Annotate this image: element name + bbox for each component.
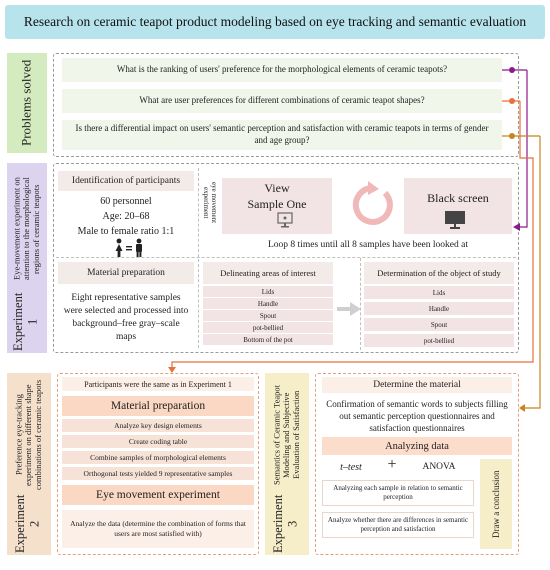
participant-age: Age: 20–68 [102,210,150,222]
area-pot-bellied: pot-bellied [203,322,333,333]
anova-label: ANOVA [422,462,456,472]
areas-title: Delineating areas of interest [203,262,333,284]
analysis-item-1: Analyzing each sample in relation to sem… [322,480,474,506]
participant-count: 60 personnel [100,195,152,207]
analysis-item-2: Analyze whether there are differences in… [322,512,474,538]
black-screen-text: Black screen [427,190,489,205]
right-arrow-icon [337,302,361,316]
area-spout: Spout [203,310,333,321]
connector-question-2 [168,98,534,373]
black-monitor-icon [440,210,470,232]
question-2: What are user preferences for different … [62,89,502,113]
connector-question-3 [502,133,541,412]
material-prep-title: Material preparation [58,262,194,284]
question-3: Is there a differential impact on users'… [62,120,502,150]
sample-one-text: Sample One [247,196,307,211]
question-1: What is the ranking of users' preference… [62,58,502,82]
area-handle: Handle [203,298,333,309]
black-screen-box [404,178,512,234]
t-test-label: t–test [340,461,362,473]
area-lids: Lids [203,286,333,297]
problems-container [53,53,519,157]
object-pot-bellied: pot-bellied [364,334,514,347]
exp3-determine: Determine the material [322,377,512,393]
exp2-step-2: Create coding table [62,435,254,448]
material-prep-text: Eight representative samples were select… [63,293,189,342]
equals-sign [126,246,132,251]
participant-ratio: Male to female ratio 1:1 [77,225,175,237]
experiment-1-container [53,163,519,353]
exp3-confirmation: Confirmation of semantic words to subjec… [326,398,508,434]
exp3-analyzing: Analyzing data [322,437,512,455]
exp2-step-1: Analyze key design elements [62,419,254,432]
loop-arrow-icon [346,180,396,230]
plus-sign: + [387,456,397,473]
view-text: View [264,180,290,195]
connector-question-1 [502,67,528,231]
exp1-vdivider-2 [360,258,361,350]
object-spout: Spout [364,318,514,331]
exp2-analyze: Analyze the data (determine the combinat… [62,510,254,548]
view-sample-box [222,178,332,234]
female-icon [115,238,123,257]
object-lids: Lids [364,286,514,299]
exp2-material-title: Material preparation [62,396,254,416]
exp1-vdivider-1 [198,168,199,348]
exp2-step-3: Combine samples of morphological element… [62,451,254,464]
experiment-2-container [57,373,259,555]
object-handle: Handle [364,302,514,315]
eye-movement-label: eye movement experiment [202,182,218,224]
loop-text: Loop 8 times until all 8 samples have be… [268,240,468,250]
exp2-eye-title: Eye movement experiment [62,485,254,505]
identification-title: Identification of participants [58,171,194,191]
experiment-3-container [315,373,519,555]
page-title: Research on ceramic teapot product model… [5,5,545,39]
exp2-step-4: Orthogonal tests yielded 9 representativ… [62,467,254,480]
objects-title: Determination of the object of study [364,262,514,284]
monitor-icon [276,212,296,230]
gender-icons [114,238,144,258]
exp1-hdivider [56,257,516,258]
area-bottom: Bottom of the pot [203,334,333,345]
male-icon [136,238,142,257]
exp2-participants: Participants were the same as in Experim… [62,377,254,391]
